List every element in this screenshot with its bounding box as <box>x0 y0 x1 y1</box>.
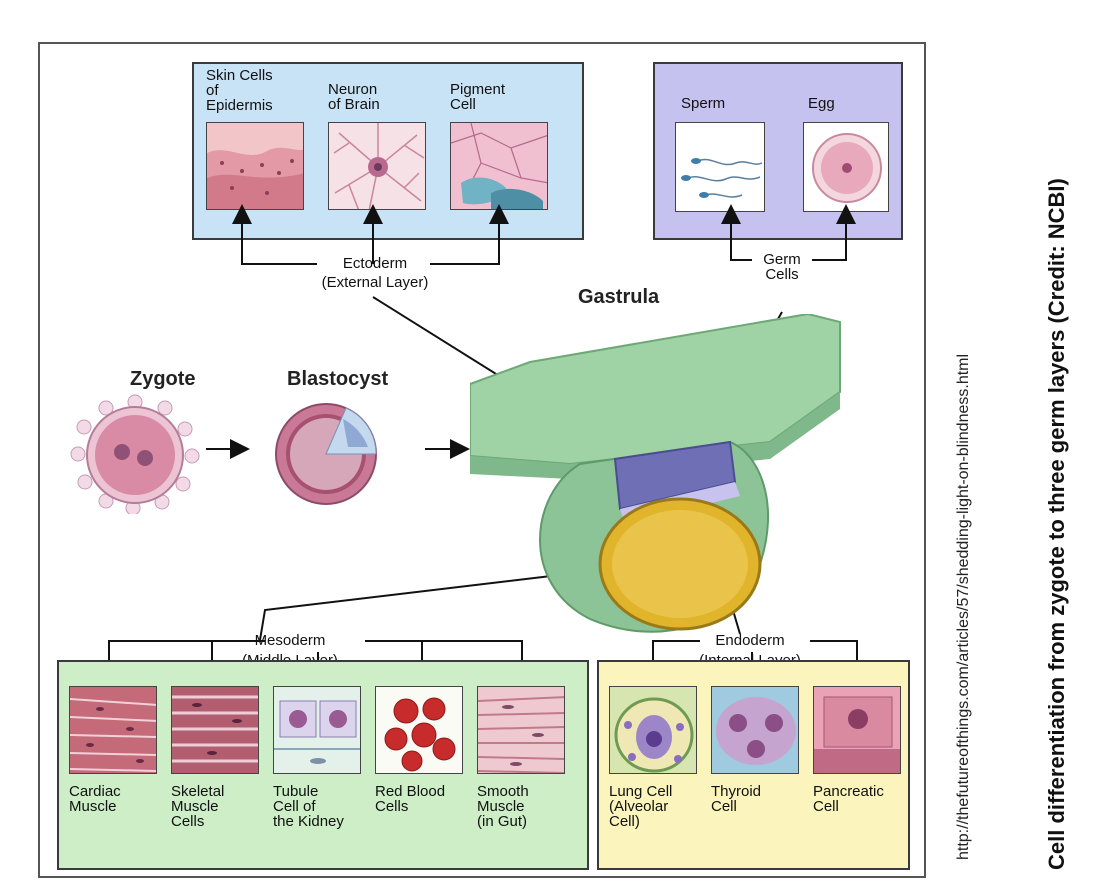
skeletal-muscle-image <box>171 686 259 774</box>
sperm-label: Sperm <box>681 95 726 112</box>
smooth-muscle-image <box>477 686 565 774</box>
mesoderm-label: Mesoderm <box>254 632 326 649</box>
skin-cell-image <box>206 122 304 210</box>
gastrula-title: Gastrula <box>578 286 660 308</box>
kidney-tubule-image <box>273 686 361 774</box>
pancreatic-cell-image <box>813 686 901 774</box>
diagram-frame: Skin Cells of Epidermis Neuron of Brain … <box>38 42 926 878</box>
thyroid-cell-label: Thyroid Cell <box>711 783 762 815</box>
mesoderm-box: Cardiac Muscle Skeletal Muscle Cells Tub… <box>57 660 589 870</box>
egg-image <box>803 122 889 212</box>
ectoderm-label: Ectoderm <box>342 255 408 272</box>
ectoderm-box: Skin Cells of Epidermis Neuron of Brain … <box>192 62 584 240</box>
sperm-image <box>675 122 765 212</box>
gastrula-illustration <box>470 314 841 633</box>
blastocyst-title: Blastocyst <box>287 368 389 390</box>
lung-cell-label: Lung Cell (Alveolar Cell) <box>609 783 673 830</box>
zygote-title: Zygote <box>130 368 196 390</box>
thyroid-cell-image <box>711 686 799 774</box>
pancreatic-cell-label: Pancreatic Cell <box>813 783 884 815</box>
ectoderm-cell-label-neuron: Neuron of Brain <box>328 81 380 113</box>
egg-label: Egg <box>808 95 835 112</box>
figure-caption: Cell differentiation from zygote to thre… <box>1044 178 1069 870</box>
endoderm-box: Lung Cell (Alveolar Cell) Thyroid Cell P… <box>597 660 910 870</box>
ectoderm-cell-label-pigment: Pigment Cell <box>450 81 506 113</box>
cardiac-muscle-label: Cardiac Muscle <box>69 783 121 815</box>
red-blood-cells-label: Red Blood Cells <box>375 783 446 815</box>
red-blood-cells-image <box>375 686 463 774</box>
blastocyst-illustration <box>275 403 377 505</box>
smooth-muscle-label: Smooth Muscle (in Gut) <box>477 783 529 830</box>
zygote-illustration <box>70 394 200 514</box>
cardiac-muscle-image <box>69 686 157 774</box>
source-url: http://thefutureofthings.com/articles/57… <box>955 353 972 860</box>
germ-cells-label: Germ Cells <box>763 251 801 283</box>
ectoderm-sublabel: (External Layer) <box>321 274 429 291</box>
endoderm-label: Endoderm <box>715 632 785 649</box>
lung-cell-image <box>609 686 697 774</box>
neuron-cell-image <box>328 122 426 210</box>
ectoderm-cell-label-skin: Skin Cells of Epidermis <box>206 67 273 114</box>
kidney-tubule-label: Tubule Cell of the Kidney <box>273 783 344 830</box>
skeletal-muscle-label: Skeletal Muscle Cells <box>171 783 225 830</box>
germ-cells-box: Sperm Egg <box>653 62 903 240</box>
